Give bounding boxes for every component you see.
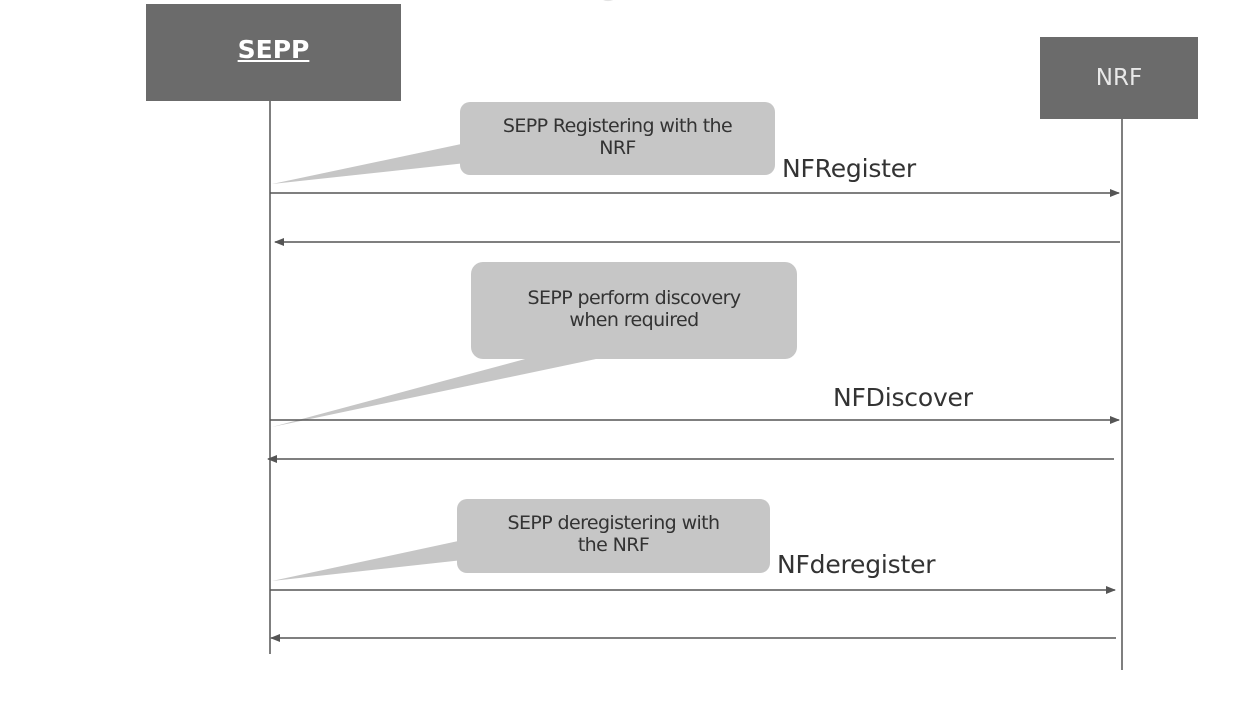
watermark-graphic [603,0,614,2]
note-deregister-pointer [272,540,463,581]
participant-sepp-label: SEPP [237,35,310,64]
note-deregister-line-2: the NRF [577,534,650,556]
note-discovery-box [471,262,797,359]
note-discovery-line-1: SEPP perform discovery [527,287,741,309]
note-discovery-text: SEPP perform discovery when required [471,287,797,331]
message-label-nf-discover: NFDiscover [833,383,973,412]
participant-nrf-label: NRF [1095,65,1143,91]
message-label-nf-register: NFRegister [782,154,917,183]
participant-nrf: NRF [1040,37,1198,119]
note-discovery-line-2: when required [569,309,699,331]
message-label-nf-deregister: NFderegister [777,550,936,579]
note-register-text: SEPP Registering with the NRF [460,115,775,159]
note-register-line-1: SEPP Registering with the [502,115,733,137]
note-discovery-pointer [272,355,615,427]
participant-sepp: SEPP [146,4,401,101]
note-deregister-line-1: SEPP deregistering with [507,512,721,534]
note-deregister-box [457,499,770,573]
note-deregister-text: SEPP deregistering with the NRF [457,512,770,556]
note-register-pointer [272,143,466,184]
note-register-box [460,102,775,175]
note-register-line-2: NRF [599,137,636,159]
